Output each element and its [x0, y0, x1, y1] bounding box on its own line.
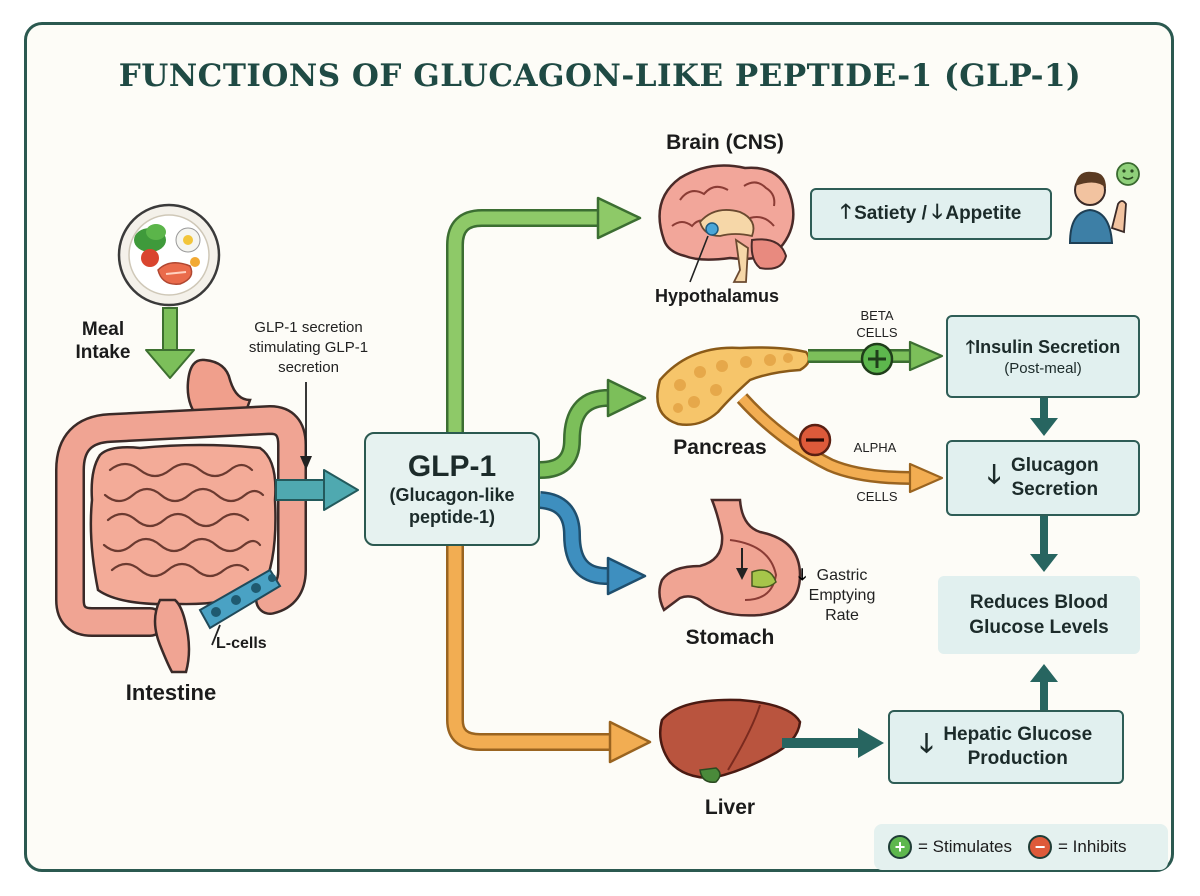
hepatic-to-reduces-arrow	[1030, 664, 1058, 712]
glp1-fullname: (Glucagon-like peptide-1)	[389, 485, 515, 527]
page-title: FUNCTIONS OF GLUCAGON-LIKE PEPTIDE-1 (GL…	[118, 58, 1082, 94]
stimulate-legend-icon: +	[888, 835, 912, 859]
glp1-box: GLP-1 (Glucagon-like peptide-1)	[364, 432, 540, 546]
hypothalamus-label: Hypothalamus	[654, 286, 780, 306]
pancreas-label: Pancreas	[673, 436, 767, 459]
stomach-illustration	[658, 498, 802, 617]
up-arrow-icon: 🡑	[840, 201, 852, 223]
legend: + = Stimulates − = Inhibits	[874, 824, 1168, 870]
appetite-label: Appetite	[945, 203, 1022, 224]
l-cells-icon	[198, 568, 282, 630]
stimulate-sign-icon	[860, 342, 894, 376]
glucagon-to-reduces-arrow	[1030, 516, 1058, 572]
alpha-label: ALPHA	[853, 440, 897, 455]
pancreas-to-insulin-arrow	[808, 340, 944, 372]
glp1-to-liver-arrow	[446, 546, 652, 764]
happy-person-icon	[1068, 162, 1140, 244]
secretion-note-label: GLP-1 secretion stimulating GLP-1 secret…	[248, 319, 369, 376]
glp1-to-pancreas-arrow	[539, 378, 647, 479]
meal-intake-label: Meal Intake	[75, 319, 131, 363]
brain-label: Brain (CNS)	[666, 131, 784, 154]
inhibit-sign-icon	[798, 423, 832, 457]
glucagon-secretion-box: 🡓 Glucagon Secretion	[946, 440, 1140, 516]
hepatic-glucose-box: 🡓 Hepatic Glucose Production	[888, 710, 1124, 784]
pancreas-illustration	[656, 346, 811, 426]
intestine-illustration	[55, 358, 307, 674]
meal-down-arrow	[145, 307, 195, 379]
legend-stimulates: = Stimulates	[918, 837, 1013, 856]
secretion-note-arrow	[300, 382, 312, 470]
intestine-to-glp1-arrow	[275, 469, 359, 511]
hepatic-label: Hepatic Glucose Production	[943, 724, 1093, 769]
inhibit-legend-icon: −	[1028, 835, 1053, 859]
glucagon-label: Glucagon Secretion	[1010, 455, 1099, 500]
gastric-emptying-label: Gastric Emptying Rate	[808, 567, 876, 624]
down-arrow-icon: 🡓	[987, 459, 1001, 489]
glp1-to-brain-arrow	[446, 196, 642, 432]
satiety-label: Satiety /	[854, 203, 927, 224]
reduces-blood-glucose-box: Reduces Blood Glucose Levels	[938, 576, 1140, 654]
insulin-to-glucagon-arrow	[1030, 398, 1058, 436]
liver-to-hepatic-arrow	[782, 728, 884, 758]
liver-label: Liver	[704, 796, 756, 819]
legend-inhibits: = Inhibits	[1058, 837, 1127, 856]
meal-plate-icon	[117, 203, 221, 307]
glp1-name: GLP-1	[407, 450, 497, 483]
l-cells-label: L-cells	[216, 635, 267, 652]
pancreas-to-glucagon-arrow	[736, 393, 944, 494]
stomach-label: Stomach	[685, 626, 775, 649]
down-arrow-icon: 🡓	[931, 201, 943, 223]
down-arrow-icon: 🡓	[919, 728, 934, 758]
cells-label: CELLS	[856, 489, 898, 504]
up-arrow-icon: 🡑	[965, 336, 976, 357]
beta-cells-label: BETA CELLS	[856, 308, 898, 340]
insulin-secretion-box: 🡑Insulin Secretion (Post-meal)	[946, 315, 1140, 398]
post-meal-label: (Post-meal)	[1004, 359, 1082, 377]
liver-illustration	[659, 698, 802, 783]
satiety-appetite-box: 🡑 Satiety / 🡓 Appetite	[810, 188, 1052, 240]
brain-illustration	[658, 164, 795, 283]
glp1-to-stomach-arrow	[538, 491, 647, 596]
intestine-label: Intestine	[125, 680, 217, 705]
insulin-label: Insulin Secretion	[975, 336, 1121, 357]
down-arrow-icon: 🡓	[798, 567, 807, 584]
